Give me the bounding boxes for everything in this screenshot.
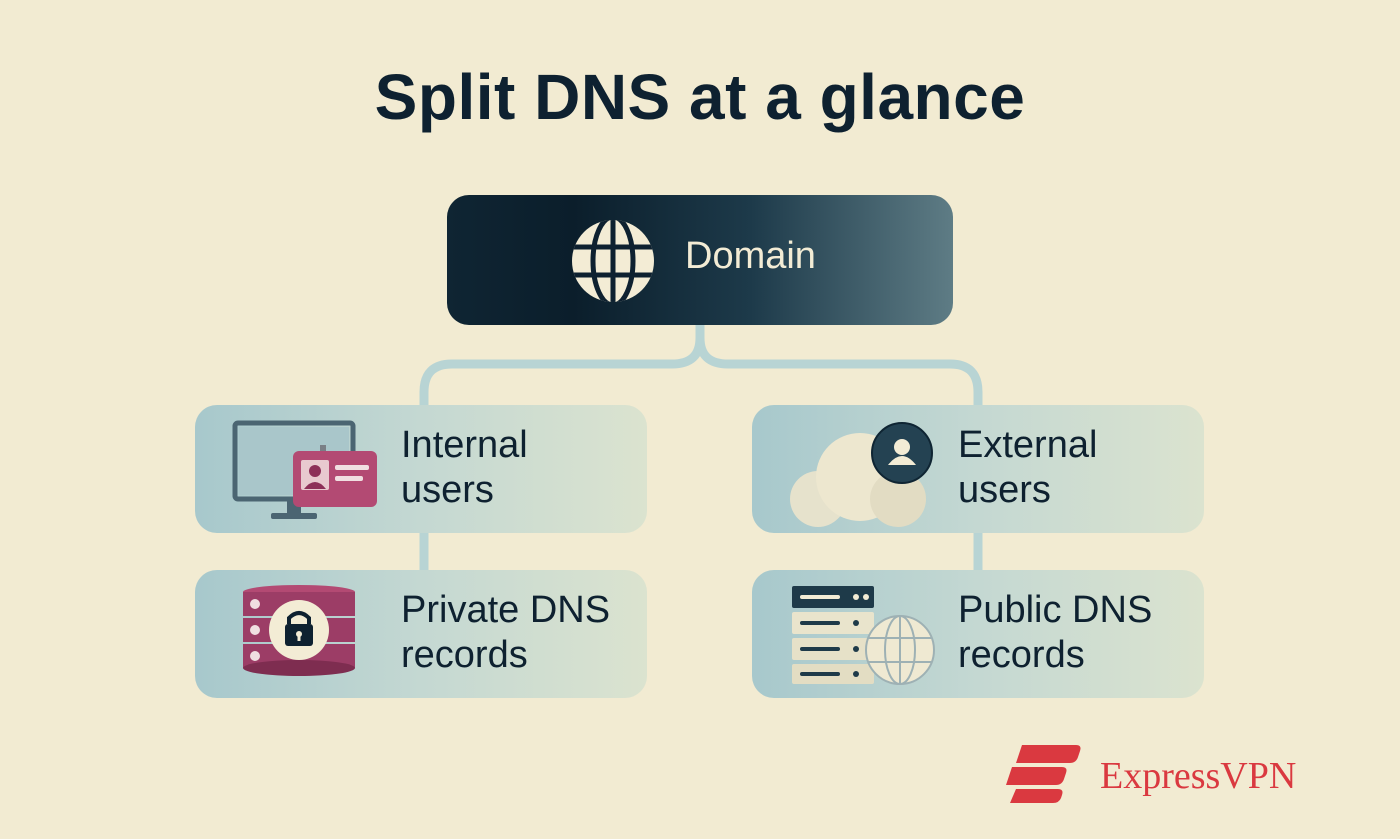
internal-users-node: Internal users — [195, 405, 647, 533]
external-users-node: External users — [752, 405, 1204, 533]
domain-node: Domain — [447, 195, 953, 325]
internal-users-line2: users — [401, 469, 494, 511]
external-users-label: External users — [958, 423, 1097, 513]
private-dns-line1: Private DNS — [401, 589, 611, 631]
private-dns-records-node: Private DNS records — [195, 570, 647, 698]
private-dns-line2: records — [401, 634, 528, 676]
monitor-id-card-icon — [232, 420, 377, 519]
server-globe-icon — [792, 586, 935, 685]
locked-database-icon — [243, 585, 355, 676]
public-dns-line1: Public DNS — [958, 589, 1153, 631]
external-users-line2: users — [958, 469, 1051, 511]
public-dns-line2: records — [958, 634, 1085, 676]
expressvpn-logo — [1006, 745, 1081, 803]
internal-users-label: Internal users — [401, 423, 528, 513]
public-dns-label: Public DNS records — [958, 588, 1152, 678]
brand-name: ExpressVPN — [1100, 755, 1297, 797]
page-title: Split DNS at a glance — [374, 61, 1026, 133]
private-dns-label: Private DNS records — [401, 588, 610, 678]
domain-label: Domain — [685, 235, 816, 277]
globe-icon — [572, 220, 654, 302]
external-users-line1: External — [958, 424, 1098, 466]
public-dns-records-node: Public DNS records — [752, 570, 1204, 698]
internal-users-line1: Internal — [401, 424, 528, 466]
expressvpn-brand: ExpressVPN — [1002, 743, 1342, 807]
cloud-user-icon — [790, 422, 933, 527]
